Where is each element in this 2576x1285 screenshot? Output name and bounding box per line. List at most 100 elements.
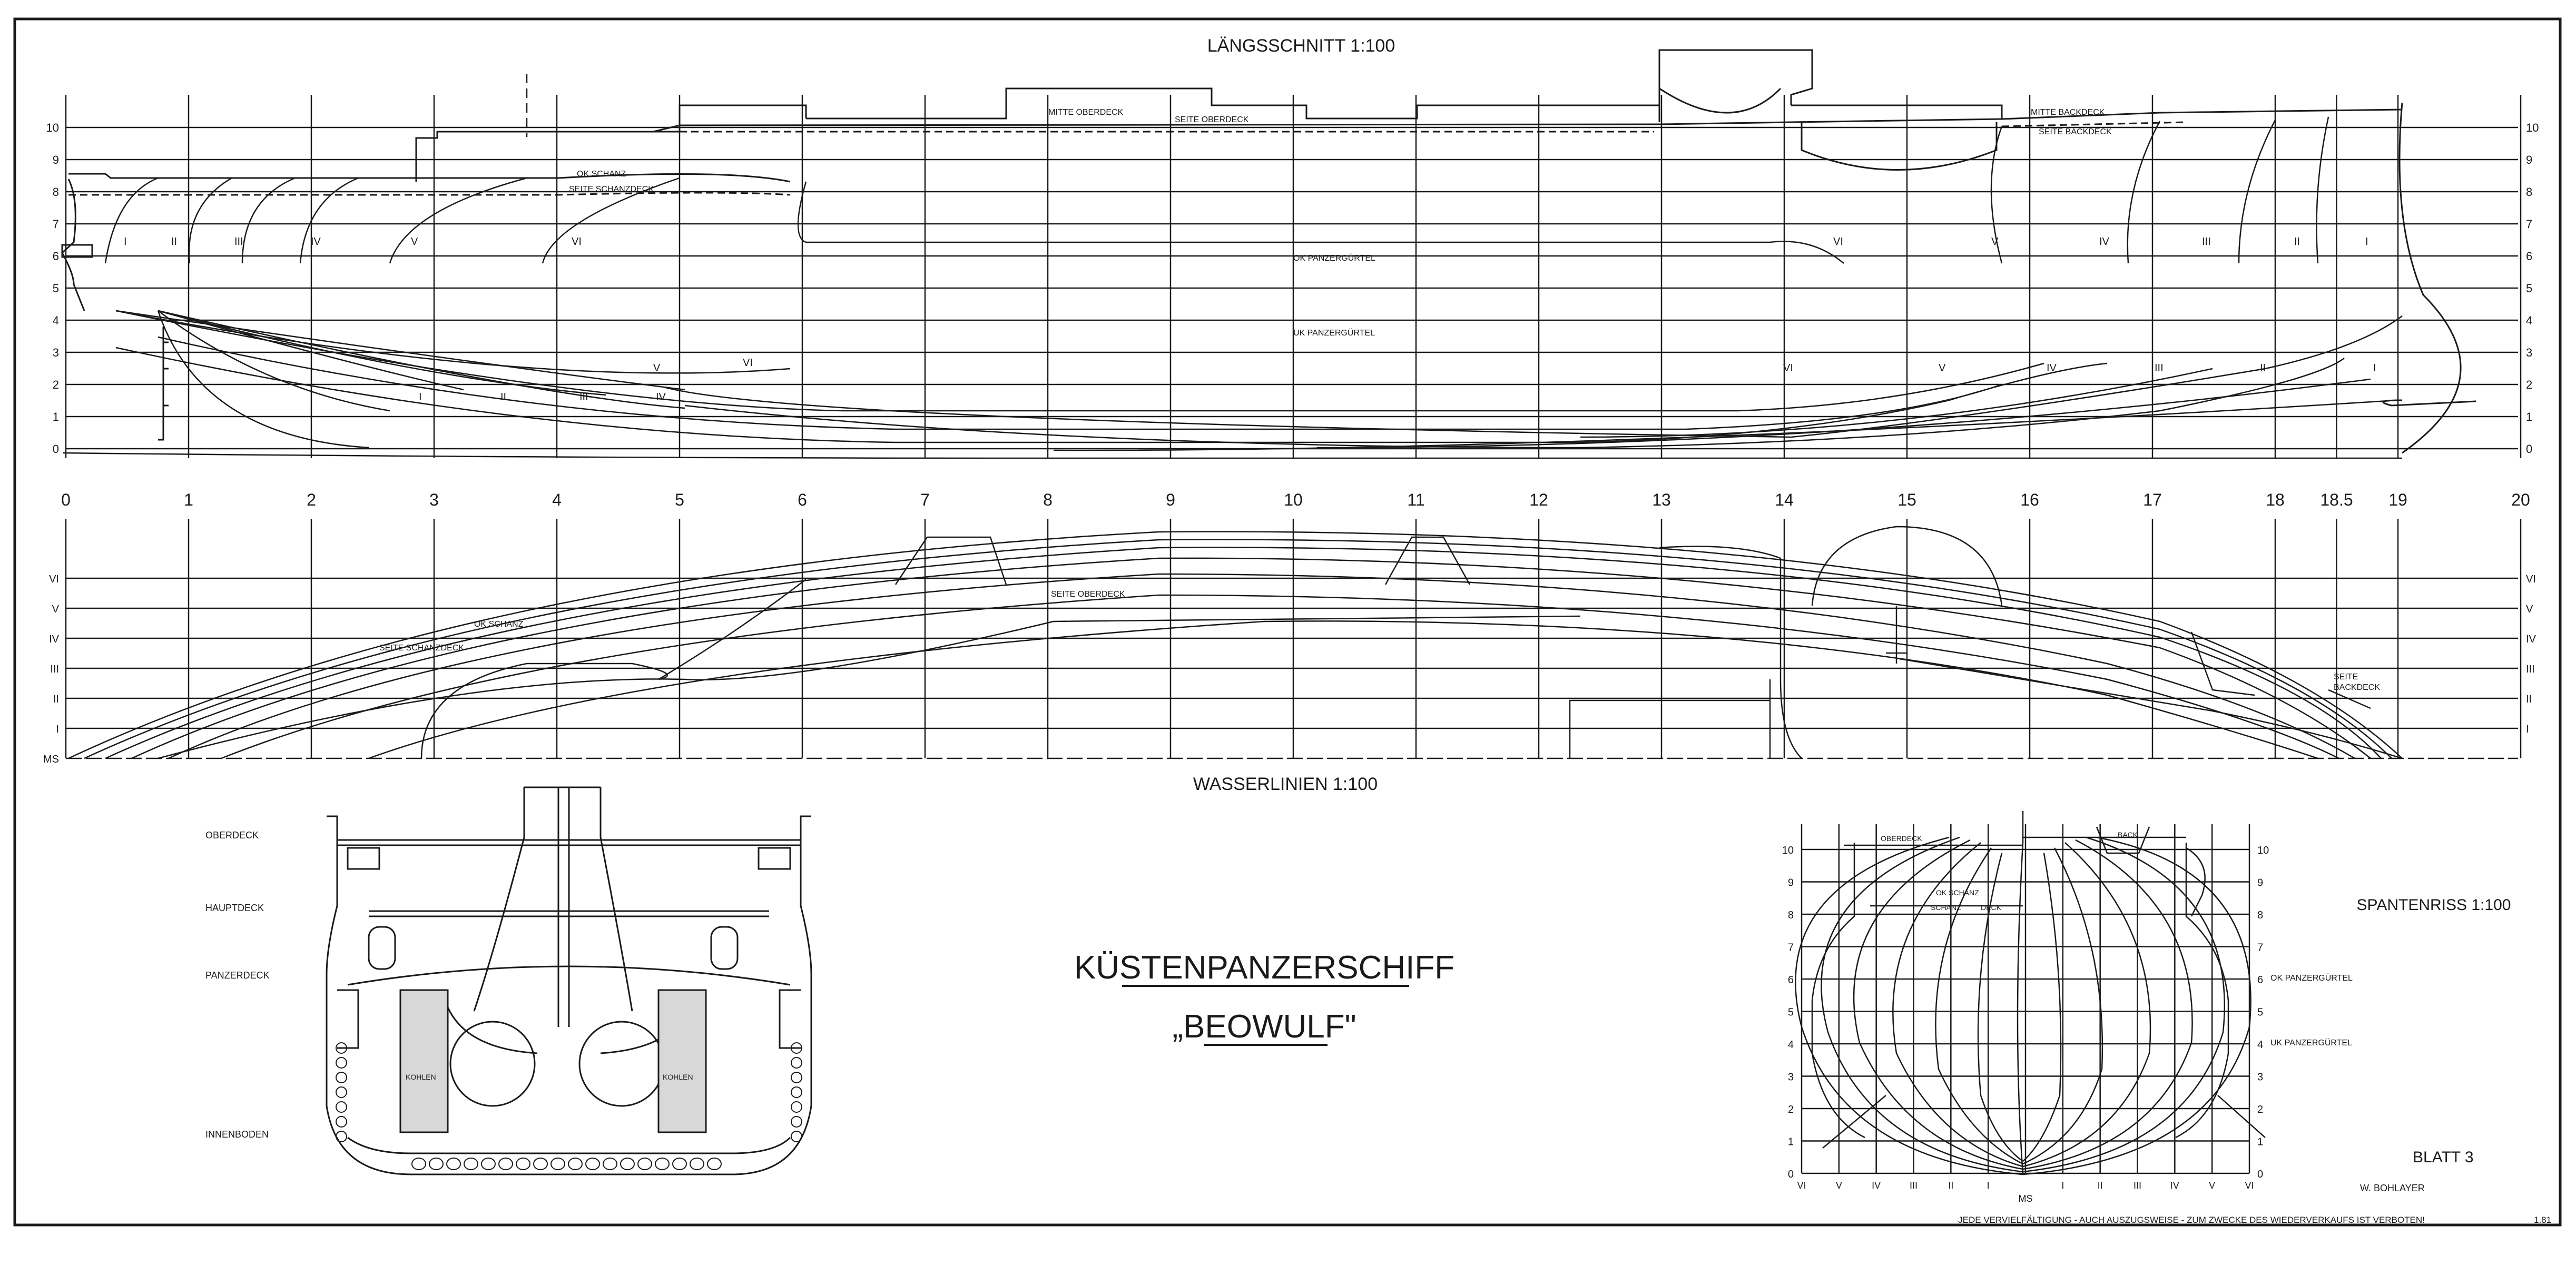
stem bbox=[2398, 102, 2462, 454]
svg-text:VI: VI bbox=[1783, 362, 1793, 374]
station-label-20: 20 bbox=[2511, 490, 2530, 509]
label-mitte-oberdeck: MITTE OBERDECK bbox=[1048, 108, 1124, 117]
seite-schanzdeck-line bbox=[68, 192, 791, 196]
ship-type-title: KÜSTENPANZERSCHIFF bbox=[1074, 950, 1454, 986]
double-bottom-cell bbox=[568, 1158, 583, 1170]
bp-wl-label-left-5: 5 bbox=[1788, 1007, 1794, 1019]
bp-wl-label-right-1: 1 bbox=[2257, 1136, 2263, 1148]
funnel-left bbox=[473, 787, 525, 1012]
profile-wl-label-right-3: 3 bbox=[2526, 346, 2532, 359]
station-label-3: 3 bbox=[429, 490, 439, 509]
bp-wl-label-left-6: 6 bbox=[1788, 974, 1794, 986]
double-bottom-cell bbox=[533, 1158, 548, 1170]
wl-label-left-I: I bbox=[56, 724, 59, 735]
sheet-border bbox=[13, 17, 2562, 1227]
bp-wl-label-left-8: 8 bbox=[1788, 910, 1794, 921]
innenboden-line bbox=[347, 1136, 791, 1154]
stern bbox=[61, 179, 85, 311]
station-label-17: 17 bbox=[2143, 490, 2162, 509]
double-bottom-cell bbox=[672, 1158, 687, 1170]
forward-bulge bbox=[1801, 122, 1998, 171]
oberdeck-line bbox=[653, 121, 1792, 133]
profile-wl-label-right-4: 4 bbox=[2526, 314, 2532, 327]
bp-buttock-label-0: VI bbox=[1797, 1180, 1806, 1191]
side-cell-left bbox=[336, 1072, 347, 1083]
backdeck-line bbox=[1791, 108, 2403, 123]
profile-wl-label-right-7: 7 bbox=[2526, 218, 2532, 231]
station-label-18.5: 18.5 bbox=[2320, 490, 2353, 509]
cap-left bbox=[61, 244, 93, 258]
profile-wl-label-left-2: 2 bbox=[53, 378, 59, 391]
label-oberdeck: OBERDECK bbox=[205, 830, 259, 841]
label-bp-ok-schanz: OK SCHANZ bbox=[1936, 888, 1979, 897]
copyright-notice: JEDE VERVIELFÄLTIGUNG - AUCH AUSZUGSWEIS… bbox=[1958, 1215, 2425, 1225]
side-cell-right bbox=[791, 1086, 802, 1098]
conning-tower bbox=[1658, 49, 1813, 122]
funnel-center bbox=[557, 787, 570, 1027]
bp-wl-label-left-9: 9 bbox=[1788, 877, 1794, 889]
profile-wl-label-right-2: 2 bbox=[2526, 378, 2532, 391]
station-label-11: 11 bbox=[1407, 490, 1424, 509]
wl-label-left-II: II bbox=[53, 694, 59, 705]
profile-deck-lines bbox=[61, 49, 2476, 454]
station-label-7: 7 bbox=[920, 490, 930, 509]
label-bp-back: BACK bbox=[2118, 831, 2138, 839]
label-seite-schanzdeck: SEITE SCHANZDECK bbox=[569, 185, 654, 194]
side-cell-right bbox=[791, 1072, 802, 1083]
body-plan-title: SPANTENRISS 1:100 bbox=[2357, 896, 2511, 914]
side-cell-right bbox=[791, 1042, 802, 1054]
svg-text:VI: VI bbox=[743, 357, 753, 369]
bp-wl-label-left-2: 2 bbox=[1788, 1104, 1794, 1115]
wl-label-right-I: I bbox=[2526, 724, 2529, 735]
midship-section: OBERDECK HAUPTDECK PANZERDECK INNENBODEN bbox=[205, 786, 812, 1175]
bp-wl-label-right-5: 5 bbox=[2257, 1007, 2263, 1019]
svg-text:I: I bbox=[2365, 236, 2368, 248]
wl-label-left-VI: VI bbox=[49, 574, 59, 585]
label-kohlen-left: KOHLEN bbox=[406, 1073, 436, 1081]
double-bottom-cell bbox=[498, 1158, 513, 1170]
profile-title: LÄNGSSCHNITT 1:100 bbox=[1207, 36, 1395, 56]
bp-wl-label-left-1: 1 bbox=[1788, 1136, 1794, 1148]
label-bp-uk-panzerguertel: UK PANZERGÜRTEL bbox=[2270, 1038, 2352, 1047]
label-hauptdeck: HAUPTDECK bbox=[205, 903, 264, 913]
boiler-right bbox=[578, 1021, 665, 1107]
side-armor-left bbox=[337, 989, 359, 1049]
bp-buttock-label-7: I bbox=[2061, 1180, 2064, 1191]
profile-wl-label-left-0: 0 bbox=[53, 442, 59, 456]
station-label-18: 18 bbox=[2266, 490, 2285, 509]
label-panzerdeck: PANZERDECK bbox=[205, 970, 270, 981]
svg-text:II: II bbox=[171, 236, 177, 248]
bp-buttock-label-12: VI bbox=[2245, 1180, 2254, 1191]
coal-bunker-right bbox=[657, 989, 707, 1133]
double-bottom-cell bbox=[411, 1158, 426, 1170]
double-bottom-cell bbox=[585, 1158, 600, 1170]
label-wl-backdeck: BACKDECK bbox=[2334, 683, 2380, 692]
wl-label-right-II: II bbox=[2526, 694, 2532, 705]
funnel-right bbox=[599, 787, 633, 1012]
wl-label-right-V: V bbox=[2526, 604, 2533, 615]
bp-wl-label-right-0: 0 bbox=[2257, 1169, 2263, 1180]
profile-wl-label-left-7: 7 bbox=[53, 218, 59, 231]
svg-text:V: V bbox=[653, 362, 661, 374]
bp-wl-label-left-7: 7 bbox=[1788, 942, 1794, 954]
bp-buttock-label-10: IV bbox=[2170, 1180, 2179, 1191]
side-cell-left bbox=[336, 1116, 347, 1128]
station-label-19: 19 bbox=[2388, 490, 2407, 509]
svg-text:IV: IV bbox=[311, 236, 321, 248]
profile-wl-label-right-1: 1 bbox=[2526, 410, 2532, 423]
bp-wl-label-right-6: 6 bbox=[2257, 974, 2263, 986]
wl-label-left-V: V bbox=[52, 604, 60, 615]
wl-label-right-IV: IV bbox=[2526, 634, 2536, 645]
waterline-curves bbox=[68, 526, 2403, 759]
label-seite-backdeck: SEITE BACKDECK bbox=[2039, 127, 2112, 136]
double-bottom-cells bbox=[336, 1042, 802, 1170]
station-label-14: 14 bbox=[1775, 490, 1794, 509]
side-cell-left bbox=[336, 1042, 347, 1054]
waterlines-grid bbox=[65, 519, 2522, 759]
profile-wl-label-left-4: 4 bbox=[53, 314, 59, 327]
bp-wl-label-left-3: 3 bbox=[1788, 1072, 1794, 1083]
